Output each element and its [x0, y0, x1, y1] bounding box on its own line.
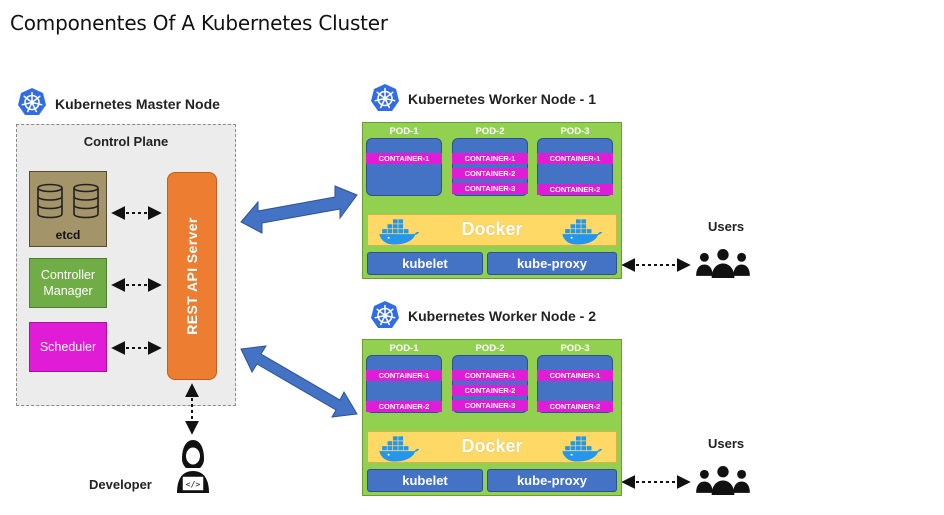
docker-label: Docker: [461, 219, 523, 239]
developer-icon: </>: [177, 440, 209, 493]
container-tag: CONTAINER-1: [537, 370, 613, 381]
pod-label: POD-2: [475, 126, 505, 137]
container-tag: CONTAINER-3: [452, 183, 528, 194]
worker-node-title: Kubernetes Worker Node - 1: [408, 91, 597, 107]
container-tag: CONTAINER-1: [452, 370, 528, 381]
api-worker2-arrow: [240, 345, 358, 418]
container-tag: CONTAINER-1: [537, 153, 613, 164]
kubelet-box: kubelet: [367, 252, 483, 275]
container-tag: CONTAINER-2: [452, 168, 528, 179]
kubernetes-worker-icon: [370, 300, 400, 330]
pod-label: POD-3: [560, 126, 590, 137]
developer-label: Developer: [89, 477, 152, 492]
pod-label: POD-1: [389, 343, 419, 354]
docker-label: Docker: [461, 436, 523, 456]
container-tag: CONTAINER-1: [366, 370, 442, 381]
kube-proxy-box: kube-proxy: [487, 469, 617, 492]
pod-label: POD-3: [560, 343, 590, 354]
svg-text:</>: </>: [186, 480, 201, 489]
kube-proxy-box: kube-proxy: [487, 252, 617, 275]
users-label: Users: [708, 436, 745, 451]
container-tag: CONTAINER-1: [366, 153, 442, 164]
scheduler-box: Scheduler: [29, 322, 107, 372]
container-tag: CONTAINER-2: [537, 401, 613, 412]
rest-api-server-label: REST API Server: [184, 217, 200, 335]
kubernetes-master-icon: [17, 87, 47, 117]
database-icon: [71, 183, 101, 219]
container-tag: CONTAINER-3: [452, 400, 528, 411]
rest-api-server-box: [167, 172, 217, 380]
controller-manager-box: Controller Manager: [29, 258, 107, 308]
page-title: Componentes Of A Kubernetes Cluster: [10, 11, 388, 35]
container-tag: CONTAINER-2: [537, 184, 613, 195]
kubernetes-worker-icon: [370, 83, 400, 113]
worker-node-title: Kubernetes Worker Node - 2: [408, 308, 597, 324]
container-tag: CONTAINER-2: [366, 401, 442, 412]
control-plane-label: Control Plane: [83, 134, 169, 149]
pod-label: POD-2: [475, 343, 505, 354]
users-group-icon: [694, 465, 752, 496]
database-icon: [35, 183, 65, 219]
kubelet-box: kubelet: [367, 469, 483, 492]
master-node-title: Kubernetes Master Node: [55, 96, 220, 112]
container-tag: CONTAINER-1: [452, 153, 528, 164]
api-worker1-arrow: [240, 185, 358, 234]
pod-label: POD-1: [389, 126, 419, 137]
pod-box: [366, 138, 442, 196]
etcd-label: etcd: [55, 228, 81, 242]
users-label: Users: [708, 219, 745, 234]
container-tag: CONTAINER-2: [452, 385, 528, 396]
etcd-box: [29, 171, 107, 247]
users-group-icon: [694, 248, 752, 279]
